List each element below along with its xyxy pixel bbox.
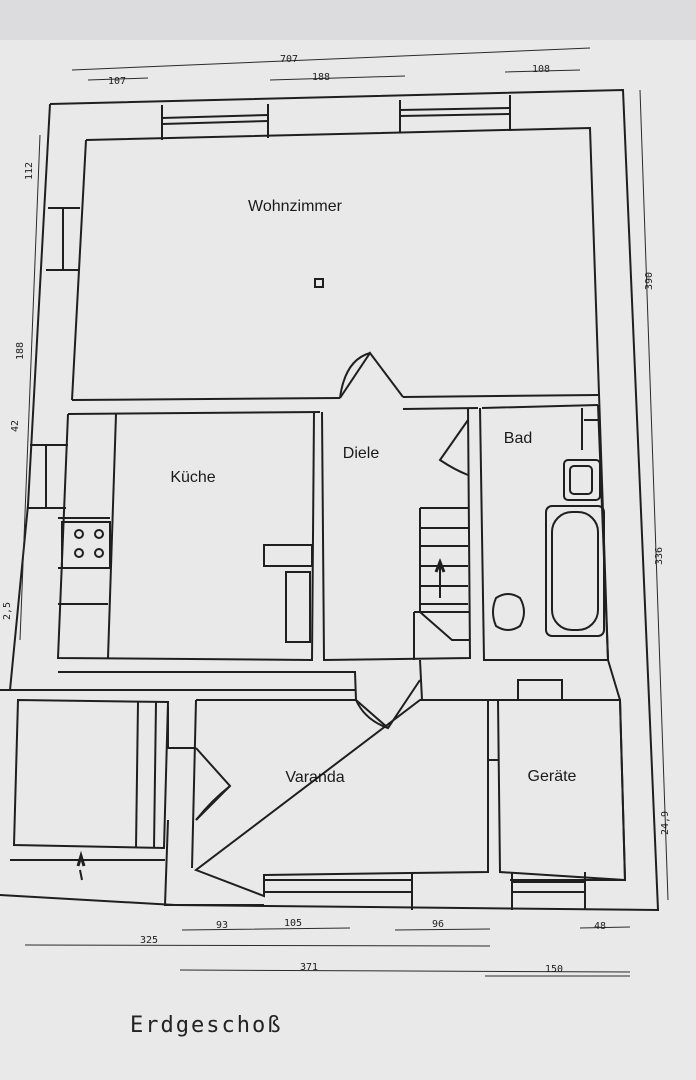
dim-left-bottom: 2,5 bbox=[2, 602, 13, 620]
dim-right-bottom: 24,9 bbox=[660, 811, 671, 835]
dim-bottom-e: 48 bbox=[594, 921, 606, 932]
room-label-bad: Bad bbox=[504, 430, 532, 447]
walls bbox=[0, 88, 660, 912]
dim-bottom-b: 93 bbox=[216, 920, 228, 931]
dim-top-middle: 188 bbox=[312, 72, 330, 83]
dim-top-total: 707 bbox=[280, 54, 298, 65]
room-label-kueche: Küche bbox=[170, 469, 215, 486]
dim-bottom-a: 325 bbox=[140, 935, 158, 946]
dim-right-top: 390 bbox=[644, 272, 655, 290]
dim-top-left: 107 bbox=[108, 76, 126, 87]
room-label-geraete: Geräte bbox=[528, 768, 577, 785]
dim-left-small: 42 bbox=[10, 420, 21, 432]
room-label-varanda: Varanda bbox=[285, 769, 344, 786]
dim-left-middle: 188 bbox=[15, 342, 26, 360]
plan-title: Erdgeschoß bbox=[130, 1013, 282, 1038]
dim-bottom-d: 96 bbox=[432, 919, 444, 930]
dim-top-right: 108 bbox=[532, 64, 550, 75]
room-label-wohnzimmer: Wohnzimmer bbox=[248, 198, 343, 215]
room-label-diele: Diele bbox=[343, 445, 380, 462]
dim-bottom-f: 371 bbox=[300, 962, 318, 973]
dim-right-middle: 336 bbox=[654, 547, 665, 565]
dim-bottom-c: 105 bbox=[284, 918, 302, 929]
dimension-lines bbox=[19, 47, 669, 977]
dim-left-top: 112 bbox=[24, 162, 35, 180]
dim-bottom-g: 150 bbox=[545, 964, 563, 975]
